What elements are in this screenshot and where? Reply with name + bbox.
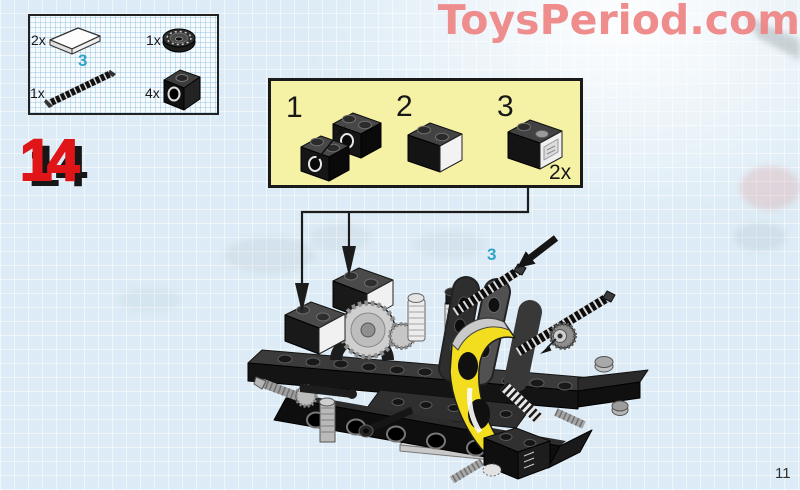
chassis-center-plates [363, 389, 533, 461]
substep-callout-box [268, 78, 583, 188]
spring-strip [500, 382, 544, 424]
half-bush-pulley [549, 322, 577, 350]
insert-arrow-icon [517, 235, 559, 268]
substep-3-label: 3 [497, 90, 514, 123]
chassis-rear-rail [247, 349, 649, 416]
toysperiod-watermark: ToysPeriod.com [437, 0, 800, 44]
bottom-axle-brick [449, 427, 551, 484]
down-arrow-icon [295, 283, 309, 313]
steering-axle-left [253, 376, 414, 443]
callout-quantity-label: 2x [549, 161, 572, 184]
step-number: 14 [19, 127, 80, 194]
assembly-axle-length-label: 3 [487, 245, 497, 264]
assembly-model [247, 263, 649, 484]
part-qty-label: 4x [145, 85, 160, 101]
pointer-arrow-icon [540, 338, 557, 354]
axle-length-label: 3 [78, 51, 88, 70]
page-number: 11 [775, 465, 791, 482]
gearbox-subassembly [284, 267, 461, 360]
part-qty-label: 1x [30, 85, 45, 101]
down-arrow-icon [342, 246, 356, 277]
parts-inventory-box [28, 14, 219, 115]
chassis-front-rail [273, 393, 593, 469]
splined-axle-right [554, 408, 586, 429]
part-qty-label: 2x [31, 32, 46, 48]
liftarms [438, 276, 542, 392]
yellow-mudguard [449, 317, 521, 465]
substep-2-label: 2 [396, 90, 413, 123]
substep-1-label: 1 [286, 91, 303, 124]
axle-3-inserted [452, 263, 616, 356]
part-qty-label: 1x [146, 32, 161, 48]
